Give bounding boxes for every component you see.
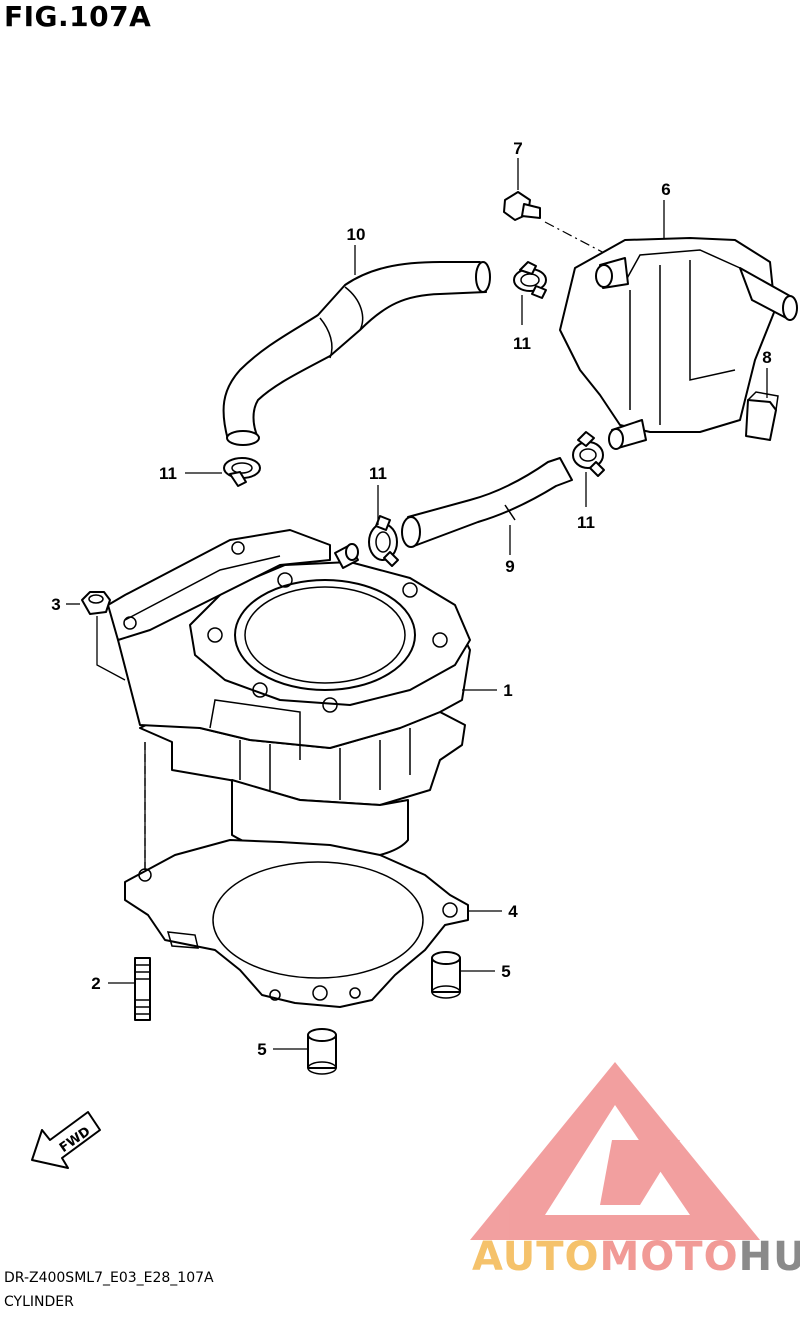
cylinder-1: [107, 529, 471, 861]
nut-3: [81, 591, 111, 615]
callout-8: 8: [762, 348, 771, 367]
clamp-11-top: [513, 261, 547, 299]
callout-3: 3: [51, 595, 60, 614]
figure-title: FIG.107A: [4, 0, 152, 33]
callout-5-upper: 5: [501, 962, 510, 981]
callout-7: 7: [513, 139, 522, 158]
callout-11-right: 11: [577, 513, 595, 532]
callout-10: 10: [347, 225, 366, 244]
section-name: CYLINDER: [4, 1294, 74, 1310]
bolt-7: [503, 191, 541, 221]
fwd-arrow-icon: FWD: [31, 1111, 101, 1169]
clamp-11-middle: [368, 515, 399, 567]
hose-10: [222, 261, 491, 446]
callout-11-left: 11: [159, 464, 177, 483]
dowel-pin-5-upper: [431, 951, 461, 999]
clamp-11-right: [572, 431, 605, 477]
callout-6: 6: [661, 180, 670, 199]
watermark-text: AUTOMOTOHUB: [472, 1234, 800, 1280]
breather-case-6: [559, 237, 798, 450]
leader-lines: [66, 158, 768, 1050]
callout-1: 1: [503, 681, 512, 700]
watermark-hub: HUB: [739, 1234, 800, 1280]
watermark-logo: [470, 1062, 760, 1240]
callout-2: 2: [91, 974, 100, 993]
clamp-11-left: [223, 457, 261, 487]
callout-9: 9: [505, 557, 514, 576]
callout-11-top: 11: [513, 334, 531, 353]
model-code: DR-Z400SML7_E03_E28_107A: [4, 1270, 214, 1286]
watermark-moto: MOTO: [600, 1234, 739, 1280]
callout-numbers: 7 6 8 10 11 11 11 11 9 3 1 4 2 5 5: [51, 139, 771, 1059]
callout-11-middle: 11: [369, 464, 387, 483]
stud-2: [134, 957, 151, 1021]
callout-4: 4: [508, 902, 518, 921]
bolt-7-guide: [544, 221, 609, 256]
gasket-4: [124, 839, 469, 1008]
hose-9: [401, 457, 573, 548]
callout-5-lower: 5: [257, 1040, 266, 1059]
dowel-pin-5-lower: [307, 1028, 337, 1075]
rubber-8: [745, 391, 779, 441]
watermark-auto: AUTO: [472, 1234, 600, 1280]
